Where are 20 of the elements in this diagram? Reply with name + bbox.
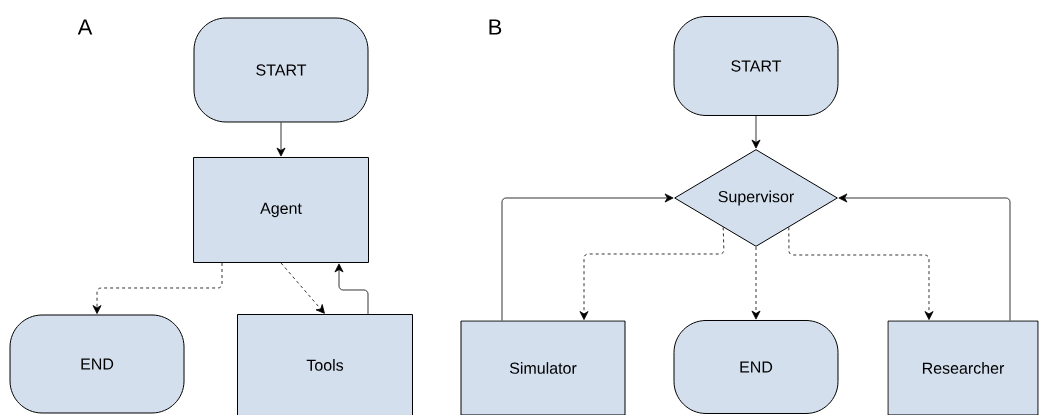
- arrow: [751, 246, 761, 320]
- arrow: [280, 262, 325, 314]
- arrow: [276, 122, 286, 157]
- arrow: [838, 193, 1011, 321]
- process-box: Tools: [237, 314, 413, 415]
- process-box: Simulator: [460, 320, 626, 415]
- process-box: Agent: [193, 157, 369, 263]
- arrow: [92, 262, 223, 314]
- end-terminal: END: [9, 314, 185, 414]
- start-terminal: START: [193, 17, 369, 123]
- arrow: [501, 193, 674, 321]
- panel-label: B: [489, 19, 502, 35]
- panel-label: A: [77, 19, 93, 35]
- arrow: [751, 115, 761, 149]
- arrow: [579, 227, 725, 320]
- process-box: Researcher: [887, 320, 1039, 415]
- arrow: [788, 227, 934, 320]
- arrow: [334, 263, 369, 315]
- start-terminal: START: [673, 16, 839, 116]
- end-terminal: END: [673, 320, 839, 414]
